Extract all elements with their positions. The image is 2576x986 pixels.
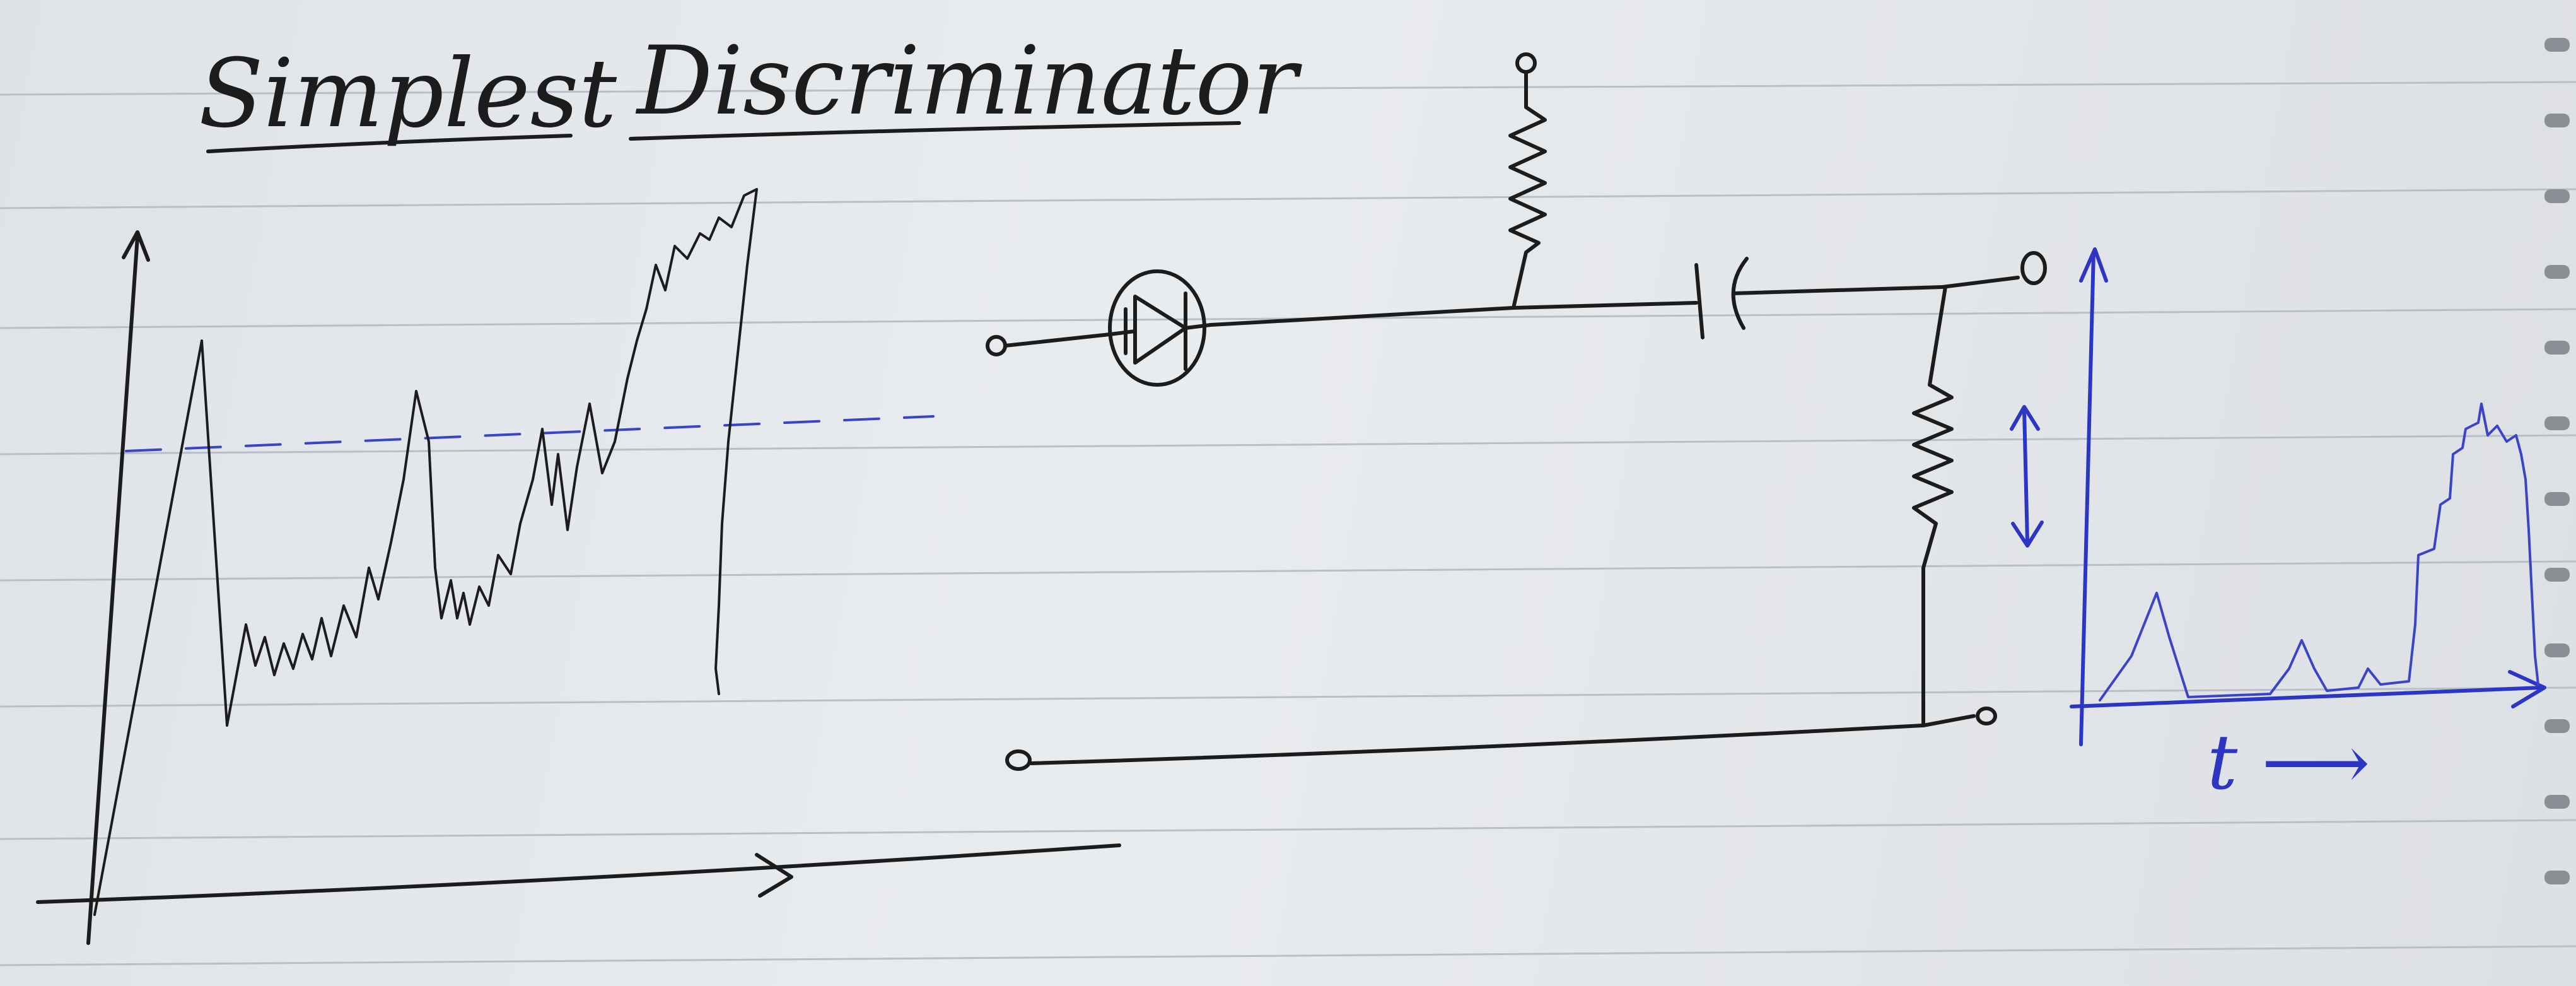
input-x-axis-arrowhead <box>755 853 793 898</box>
amplitude-arrow-shaft <box>2022 408 2029 544</box>
spiral-binding <box>2544 38 2570 884</box>
input-signal-trace <box>93 188 758 916</box>
shunt-resistor <box>1912 285 1954 727</box>
output-y-axis <box>2079 250 2095 746</box>
input-x-axis <box>36 843 1121 904</box>
threshold-line <box>125 415 935 452</box>
title-underline-2 <box>629 121 1241 141</box>
input-wire <box>1003 332 1112 348</box>
diode-symbol <box>1108 269 1213 387</box>
output-x-axis-arrowhead <box>2508 670 2546 708</box>
amplitude-arrow-head-down <box>2011 520 2044 548</box>
title-word-simplest: Simplest <box>199 39 617 149</box>
input-y-axis-arrowhead <box>122 230 150 262</box>
amplitude-arrow-head-up <box>2010 405 2040 431</box>
top-wire <box>1209 301 1698 327</box>
output-pulse-trace <box>2099 402 2539 701</box>
coupling-capacitor <box>1694 257 1944 339</box>
input-terminal <box>986 335 1007 356</box>
output-x-axis <box>2070 686 2543 708</box>
title-underline-1 <box>206 134 573 153</box>
input-y-axis <box>86 235 139 945</box>
supply-terminal <box>1515 52 1537 74</box>
output-wire-top <box>1940 276 2020 289</box>
discriminator-circuit <box>986 52 2047 771</box>
title: Simplest Discriminator <box>199 26 1303 153</box>
pull-up-resistor <box>1508 52 1547 310</box>
time-axis-label: t ⟶ <box>2207 719 2370 807</box>
ground-wire <box>1029 724 1925 765</box>
output-terminal-bottom <box>1976 707 1997 725</box>
output-terminal-top <box>2020 251 2047 285</box>
ruled-lines <box>0 81 2576 966</box>
ground-terminal-left <box>1005 749 1032 771</box>
output-wire-bottom <box>1921 714 1976 727</box>
input-signal-plot <box>36 188 1121 945</box>
title-word-discriminator: Discriminator <box>635 26 1303 136</box>
output-y-axis-arrowhead <box>2079 247 2108 283</box>
output-signal-plot: t ⟶ <box>2010 247 2546 807</box>
